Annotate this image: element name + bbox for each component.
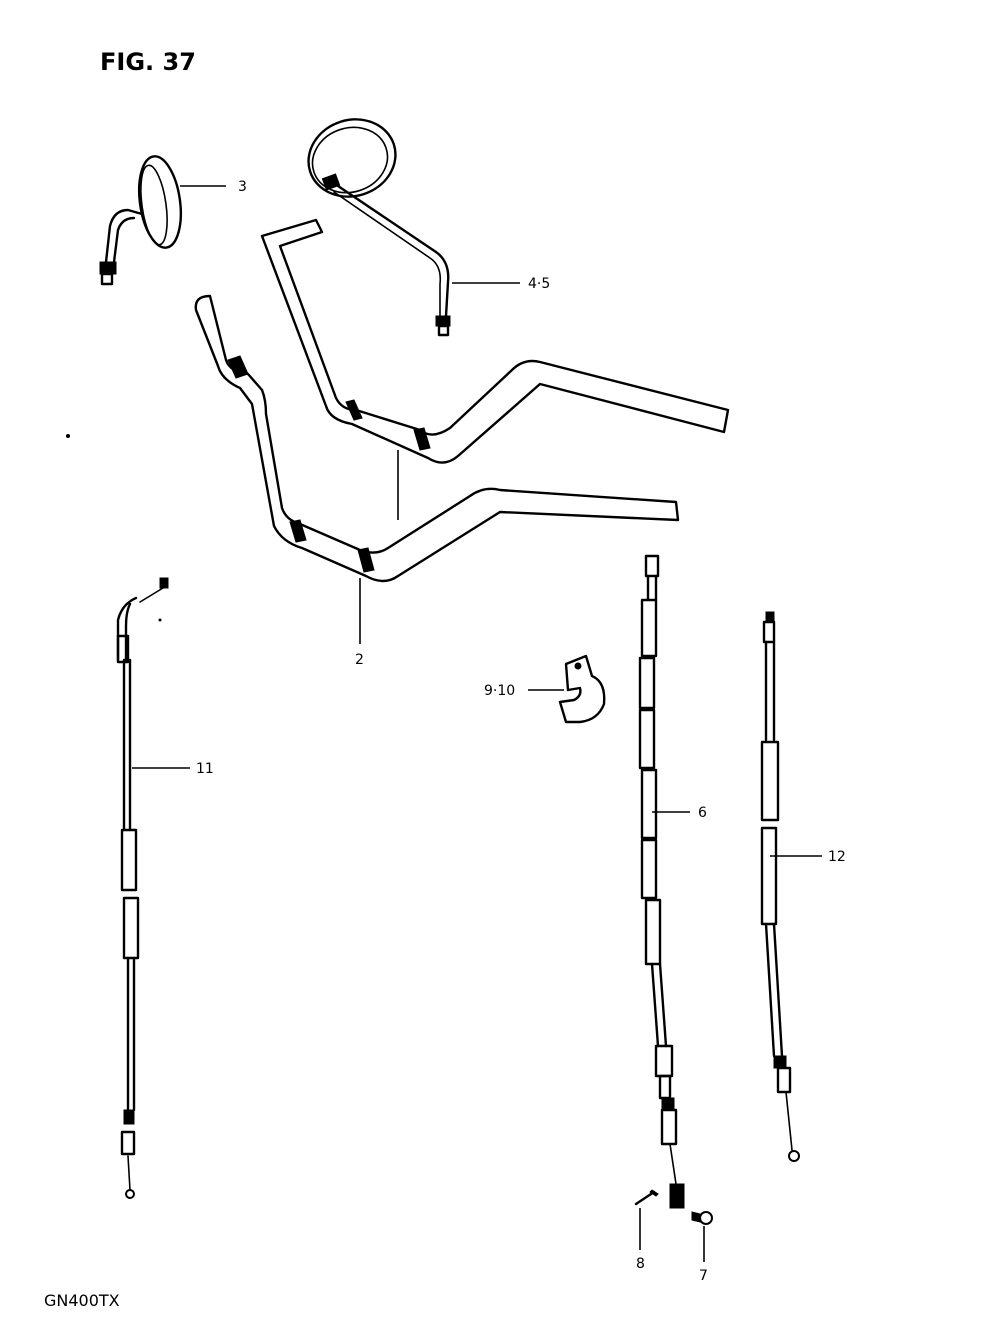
dot-mark [158, 618, 162, 622]
callout-label-6: 6 [698, 805, 707, 821]
callout-label-2: 2 [355, 652, 364, 668]
callout-label-3: 3 [238, 179, 247, 195]
callout-label-7: 7 [699, 1268, 708, 1284]
callout-label-8: 8 [636, 1256, 645, 1272]
callout-label-4-5: 4·5 [528, 276, 550, 292]
callout-label-12: 12 [828, 849, 846, 865]
callout-4-5: 4·5 [452, 276, 550, 292]
mirror-left-part [99, 155, 183, 286]
throttle-cable-part [116, 577, 169, 1199]
dot-mark [66, 434, 70, 438]
model-code: GN400TX [44, 1291, 120, 1310]
figure-title: FIG. 37 [100, 48, 196, 76]
callout-8: 8 [636, 1208, 645, 1272]
callout-6: 6 [652, 805, 707, 821]
callout-label-9-10: 9·10 [484, 683, 515, 699]
callout-7: 7 [699, 1226, 708, 1284]
callout-9-10: 9·10 [484, 683, 564, 699]
handlebar-upper [260, 218, 730, 464]
callout-12: 12 [770, 849, 846, 865]
mirror-right-part [307, 118, 451, 337]
callout-11: 11 [132, 761, 214, 777]
bolt-7-part [691, 1211, 713, 1225]
clutch-cable-part [638, 554, 685, 1209]
callout-label-11: 11 [196, 761, 214, 777]
clamp-part [558, 654, 606, 724]
cable-12-part [760, 611, 800, 1162]
callout-2: 2 [355, 450, 399, 668]
handlebar-lower [194, 294, 680, 583]
bolt-8-part [634, 1189, 659, 1206]
callout-3: 3 [180, 179, 247, 195]
